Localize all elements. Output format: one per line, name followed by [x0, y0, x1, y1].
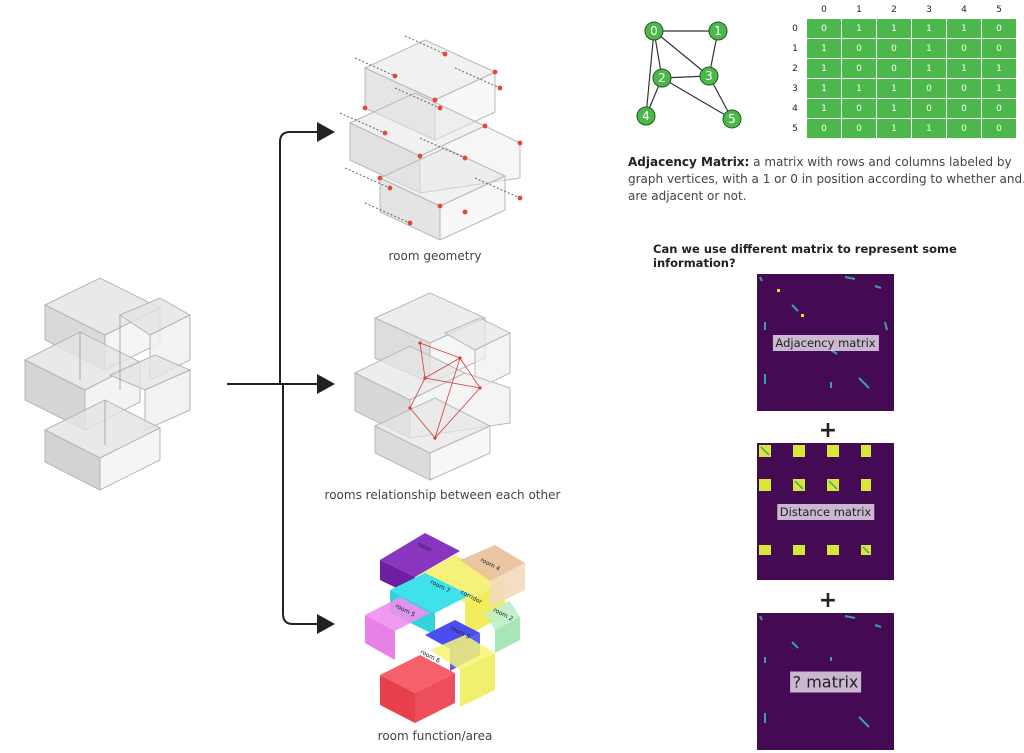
graph-node: [708, 21, 728, 41]
matrix-cell: 1: [876, 18, 912, 39]
matrix-cell: 1: [806, 78, 842, 99]
plus-sign-1: +: [818, 418, 838, 443]
distance-matrix-panel: Distance matrix: [757, 443, 894, 580]
graph-node-label: 0: [650, 24, 658, 38]
matrix-cell: 1: [806, 38, 842, 59]
plus-sign-2: +: [818, 588, 838, 613]
matrix-cell: 0: [946, 78, 982, 99]
row-header: 0: [792, 23, 798, 34]
matrix-cell: 0: [981, 118, 1017, 139]
caption-room-geometry: room geometry: [388, 249, 482, 263]
branch-arrows: [227, 122, 335, 634]
graph-node: [636, 106, 656, 126]
adjacency-matrix-panel: Adjacency matrix: [757, 274, 894, 411]
matrix-cell: 0: [876, 58, 912, 79]
matrix-cell: 0: [841, 58, 877, 79]
row-header: 1: [792, 43, 798, 54]
matrix-cell: 1: [911, 118, 947, 139]
definition-term: Adjacency Matrix:: [628, 155, 750, 169]
graph-node: [652, 68, 672, 88]
source-massing-model: [23, 277, 192, 491]
matrix-cell: 1: [981, 78, 1017, 99]
room-relationship-diagram: [353, 292, 512, 481]
distance-matrix-label: Distance matrix: [776, 503, 875, 520]
definition-text: a matrix with rows and columns labeled b…: [628, 155, 1024, 203]
matrix-cell: 1: [946, 58, 982, 79]
matrix-cell: 1: [806, 98, 842, 119]
column-header: 2: [891, 5, 897, 15]
graph-node: [699, 66, 719, 86]
room-function-diagram: room room 4 room 7 corridor room 2 room …: [365, 533, 525, 723]
matrix-cell: 1: [841, 78, 877, 99]
row-header: 5: [792, 123, 798, 134]
matrix-cell: 0: [981, 98, 1017, 119]
graph-node: [722, 109, 742, 129]
row-header: 2: [792, 63, 798, 74]
adjacency-definition: Adjacency Matrix: a matrix with rows and…: [628, 154, 1024, 205]
column-header: 0: [821, 5, 827, 15]
matrix-cell: 0: [981, 38, 1017, 59]
matrix-cell: 1: [911, 58, 947, 79]
graph-node-label: 4: [642, 109, 650, 123]
unknown-matrix-label: ? matrix: [789, 671, 862, 692]
matrix-cell: 1: [911, 18, 947, 39]
unknown-matrix-pattern: [759, 615, 882, 728]
room-geometry-diagram: [339, 35, 523, 241]
matrix-cell: 0: [946, 98, 982, 119]
caption-room-function: room function/area: [377, 729, 493, 743]
matrix-cell: 0: [876, 38, 912, 59]
adjacency-matrix-label: Adjacency matrix: [772, 334, 879, 351]
row-header: 3: [792, 83, 798, 94]
column-header: 5: [996, 5, 1002, 15]
matrix-cell: 1: [841, 18, 877, 39]
matrix-cell: 0: [981, 18, 1017, 39]
graph-node-label: 5: [728, 112, 736, 126]
graph-node: [644, 21, 664, 41]
matrix-cell: 1: [806, 58, 842, 79]
column-header: 1: [856, 5, 862, 15]
row-header: 4: [792, 103, 798, 114]
matrix-cell: 1: [876, 118, 912, 139]
unknown-matrix-panel: ? matrix: [757, 613, 894, 750]
adjacency-matrix-pattern: [759, 276, 888, 389]
matrix-cell: 0: [911, 78, 947, 99]
matrix-cell: 0: [841, 98, 877, 119]
matrix-cell: 0: [911, 98, 947, 119]
corner-cell: [784, 2, 807, 19]
matrix-cell: 0: [841, 38, 877, 59]
matrix-cell: 0: [946, 38, 982, 59]
matrix-cell: 1: [876, 78, 912, 99]
matrix-cell: 1: [911, 38, 947, 59]
matrix-cell: 1: [946, 18, 982, 39]
example-graph: 0 1 2 3 4 5: [636, 21, 742, 129]
matrix-cell: 0: [806, 118, 842, 139]
matrix-question: Can we use different matrix to represent…: [653, 242, 957, 270]
matrix-cell: 0: [806, 18, 842, 39]
column-header: 3: [926, 5, 932, 15]
matrix-cell: 1: [981, 58, 1017, 79]
distance-matrix-pattern: [759, 445, 871, 555]
column-header: 4: [961, 5, 967, 15]
graph-node-label: 3: [705, 69, 713, 83]
matrix-cell: 0: [841, 118, 877, 139]
matrix-cell: 1: [876, 98, 912, 119]
graph-node-label: 1: [714, 24, 722, 38]
matrix-cell: 0: [946, 118, 982, 139]
graph-node-label: 2: [658, 71, 666, 85]
caption-room-relationship: rooms relationship between each other: [324, 488, 561, 502]
